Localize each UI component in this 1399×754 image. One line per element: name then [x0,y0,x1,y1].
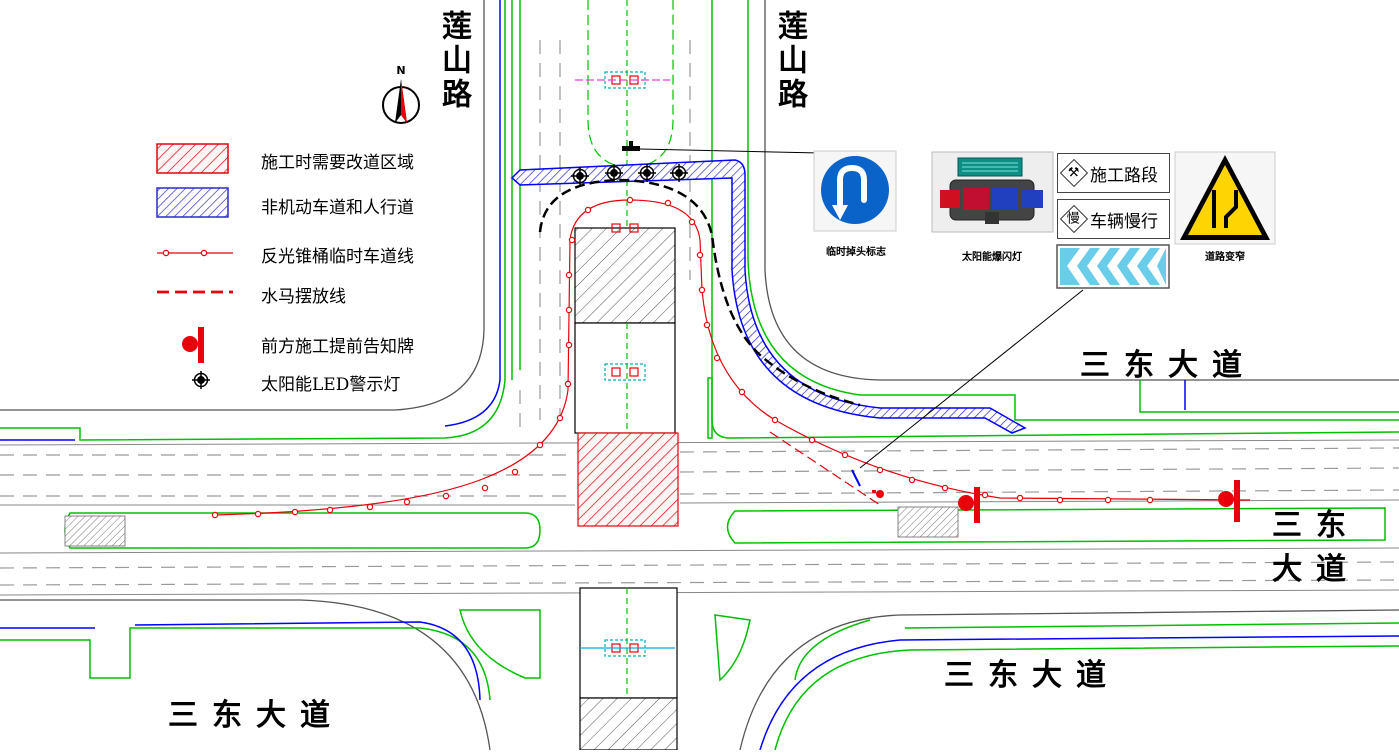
caption-narrow-road: 道路变窄 [1205,252,1245,263]
legend-label-construction-zone: 施工时需要改道区域 [261,153,414,173]
led-light-markers [571,164,688,185]
blue-stub [851,469,861,487]
slow-down-text: 车辆慢行 [1090,211,1158,232]
legend-cone-line-icon [157,249,233,257]
construction-section-sign: ⚒ 施工路段 [1057,153,1170,193]
warning-sign-marker-1 [958,487,980,523]
legend-label-warning-sign: 前方施工提前告知牌 [261,337,414,357]
chevron-sign-icon [1056,244,1170,289]
legend-led-light-icon [192,371,210,389]
median-hatch-west [64,515,126,547]
narrow-road-sign-icon [1174,151,1276,245]
cone-markers [211,196,1154,519]
small-red-marker [872,490,884,498]
median-islands [64,377,1386,549]
manholes [575,71,675,657]
work-blocks [574,0,679,751]
legend-label-led-light: 太阳能LED警示灯 [261,375,401,395]
legend-red-hatch-icon [156,143,229,174]
compass-label: N [396,64,405,77]
compass-icon [382,79,420,124]
uturn-sign-pole [622,141,640,151]
legend-label-barrier-line: 水马摆放线 [261,287,346,307]
legend-symbols [156,143,233,389]
slow-down-sign: 慢 车辆慢行 [1057,199,1170,239]
leader-line-uturn [639,148,821,154]
non-motor-band [510,159,1027,434]
construction-section-text: 施工路段 [1090,165,1158,186]
north-median [587,0,674,169]
legend-label-cone-line: 反光锥桶临时车道线 [261,247,414,267]
road-label-sandong-east-upper: 三东大道 [1080,348,1256,383]
caption-solar-flash-light: 太阳能爆闪灯 [962,252,1022,263]
legend-warning-sign-icon [182,327,204,363]
slow-glyph: 慢 [1067,211,1081,227]
road-label-lianshan-right: 莲山路 [772,10,807,112]
slow-diamond-icon: 慢 [1059,204,1089,234]
road-label-sandong-south-right: 三东大道 [944,658,1120,693]
red-dashed-guide [769,431,881,506]
warning-sign-marker-2 [1218,480,1240,522]
road-label-sandong-south-left: 三东大道 [168,698,344,733]
road-label-sandong-east-lower: 三东大道 [1272,508,1360,587]
median-hatch-east [897,506,959,538]
legend-blue-hatch-icon [156,187,229,218]
uturn-sign-icon [813,150,897,232]
leader-line-solar [859,289,1084,469]
road-solid-lines [0,439,1399,596]
road-label-lianshan-left: 莲山路 [436,10,471,112]
barrier-line-map [538,178,861,407]
worker-icon: ⚒ [1059,158,1089,188]
legend-label-non-motor-sidewalk: 非机动车道和人行道 [261,198,414,218]
solar-flash-light-icon [931,151,1054,233]
caption-uturn-sign: 临时掉头标志 [826,247,886,258]
